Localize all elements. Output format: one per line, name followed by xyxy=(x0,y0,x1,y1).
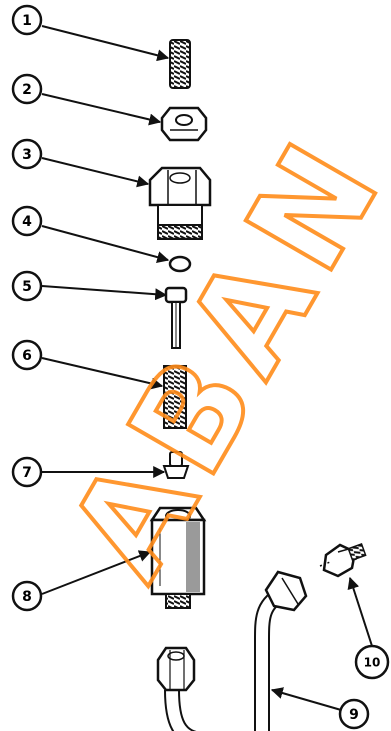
leader-8 xyxy=(41,550,152,595)
part-10-fitting xyxy=(319,543,367,578)
part-2-hex-nut xyxy=(160,106,208,142)
leader-1 xyxy=(41,25,170,62)
callout-9: 9 xyxy=(338,698,370,730)
part-9-tube xyxy=(156,570,308,731)
callout-label: 1 xyxy=(22,13,32,29)
leader-10 xyxy=(347,576,373,647)
callout-label: 5 xyxy=(22,279,32,295)
callout-7: 7 xyxy=(11,456,43,488)
leader-3 xyxy=(41,157,150,188)
callout-8: 8 xyxy=(11,580,43,612)
part-7-valve-stem xyxy=(162,451,190,479)
callout-10: 10 xyxy=(354,644,390,680)
callout-2: 2 xyxy=(11,73,43,105)
callout-5: 5 xyxy=(11,270,43,302)
callouts: 1 2 3 4 5 6 7 8 xyxy=(11,4,390,730)
watermark: ABAN xyxy=(40,108,391,603)
callout-label: 7 xyxy=(22,465,32,481)
callout-4: 4 xyxy=(11,205,43,237)
callout-3: 3 xyxy=(11,138,43,170)
leader-4 xyxy=(41,225,170,263)
leader-2 xyxy=(41,93,162,126)
part-8-housing xyxy=(149,506,207,609)
callout-label: 2 xyxy=(22,82,32,98)
callout-label: 4 xyxy=(22,214,32,230)
leader-9 xyxy=(270,687,349,713)
callout-label: 3 xyxy=(22,147,32,163)
callout-label: 6 xyxy=(22,348,32,364)
part-5-plunger xyxy=(164,286,188,349)
part-1-set-screw xyxy=(169,39,191,89)
part-6-spring xyxy=(163,365,187,429)
part-3-valve-cap xyxy=(148,166,212,240)
callout-1: 1 xyxy=(11,4,43,36)
callout-label: 9 xyxy=(349,707,359,723)
leader-6 xyxy=(41,357,164,390)
callout-label: 10 xyxy=(364,656,381,670)
part-4-o-ring xyxy=(168,255,192,273)
leader-lines xyxy=(41,25,373,713)
callout-label: 8 xyxy=(22,589,32,605)
leader-5 xyxy=(41,285,168,301)
callout-6: 6 xyxy=(11,339,43,371)
